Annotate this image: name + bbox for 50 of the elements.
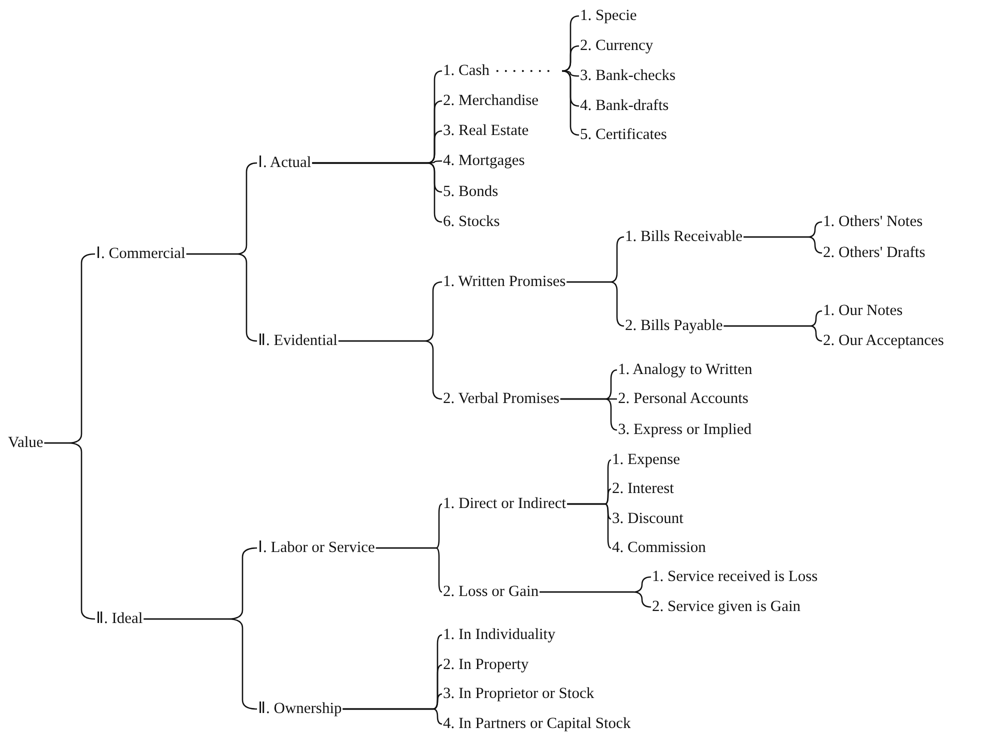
tree-label: 5. Certificates [580,125,667,145]
tree-label: 4. Bank-drafts [580,96,669,116]
tree-label: 1. Others' Notes [823,212,923,232]
tree-label: 4. Commission [612,538,706,558]
tree-label: 2. Interest [612,479,674,499]
tree-label: 1. Direct or Indirect [443,494,566,514]
tree-label: 2. Service given is Gain [652,597,801,617]
brace-connector [567,503,612,549]
tree-label: 1. Our Notes [823,301,903,321]
tree-label: 1. Cash [443,61,490,81]
tree-label: 1. Written Promises [443,272,566,292]
tree-label: 2. Personal Accounts [618,389,748,409]
tree-label: Ⅰ. Commercial [96,244,186,264]
tree-label: 2. Currency [580,36,654,56]
tree-label: 2. Our Acceptances [823,331,944,351]
tree-label: 1. Expense [612,450,680,470]
tree-label: 1. Analogy to Written [618,360,752,380]
brace-connector [540,591,652,608]
brace-connector [560,398,618,431]
tree-label: 6. Stocks [443,212,500,232]
tree-label: 3. Discount [612,509,684,529]
tree-label: 1. Specie [580,6,637,26]
tree-label: 2. Others' Drafts [823,243,926,263]
tree-label: Ⅰ. Labor or Service [258,538,375,558]
tree-label: 2. Bills Payable [625,316,723,336]
brace-connector [144,618,258,710]
brace-connector [44,442,96,620]
tree-label: 2. Loss or Gain [443,582,539,602]
tree-label: Ⅱ. Evidential [258,331,338,351]
brace-connector [342,708,443,725]
tree-label: 3. Real Estate [443,121,529,141]
brace-connector [376,547,443,593]
tree-label: Ⅱ. Ideal [96,609,143,629]
tree-label: Ⅱ. Ownership [258,699,342,719]
tree-label: 1. Bills Receivable [625,227,743,247]
tree-label: 1. Service received is Loss [652,567,818,587]
tree-label: Ⅰ. Actual [258,153,312,173]
brace-connector [724,325,823,342]
tree-label: Value [8,433,44,453]
tree-label: 4. Mortgages [443,151,525,171]
tree-label: 3. Express or Implied [618,420,752,440]
tree-label: 5. Bonds [443,182,498,202]
tree-label: 2. Verbal Promises [443,389,560,409]
tree-label: 4. In Partners or Capital Stock [443,714,631,734]
tree-label: 2. Merchandise [443,91,539,111]
tree-label: 1. In Individuality [443,625,556,645]
tree-label: 3. Bank-checks [580,66,676,86]
tree-label: 3. In Proprietor or Stock [443,684,594,704]
brace-connector [744,236,823,254]
tree-label: 2. In Property [443,655,529,675]
